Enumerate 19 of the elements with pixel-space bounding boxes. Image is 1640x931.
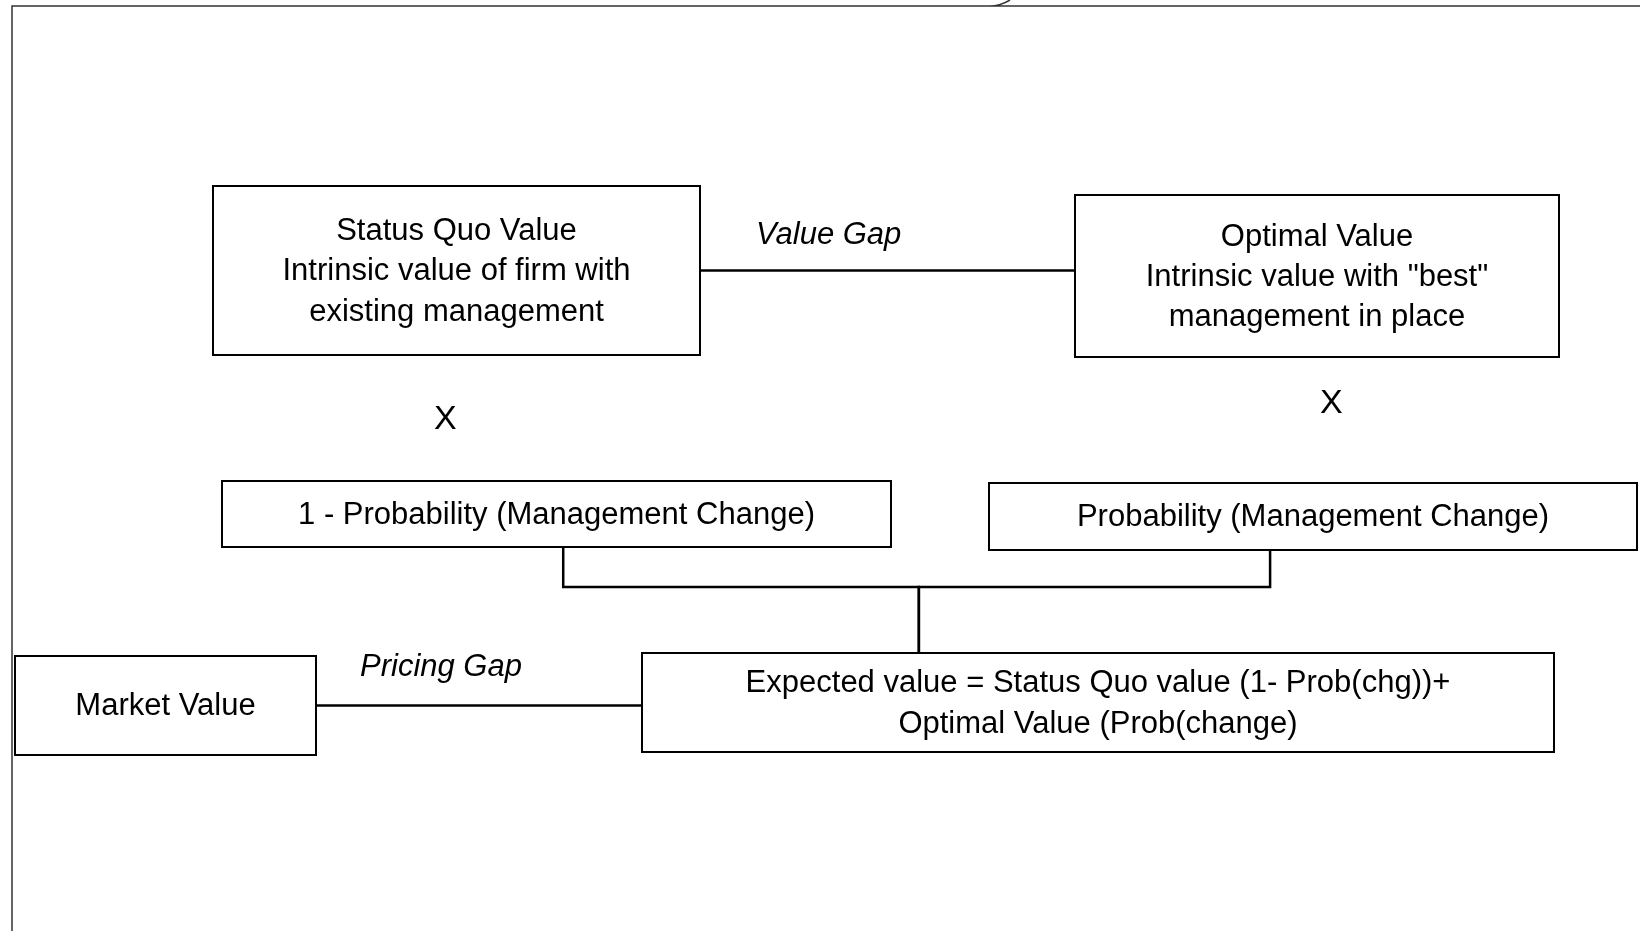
box-text: 1 - Probability (Management Change) xyxy=(298,494,815,533)
text-box xyxy=(641,652,1555,753)
box-text: Expected value = Status Quo value (1- Prob(chg))+ Optimal Value (Prob(change) xyxy=(744,663,1452,742)
text-box xyxy=(1074,194,1560,358)
multiply-sign: X xyxy=(1320,382,1343,421)
connector-line xyxy=(701,269,1074,272)
text-box xyxy=(14,655,317,756)
box-text: Intrinsic value of firm with existing management xyxy=(281,251,632,330)
text-box xyxy=(221,480,892,548)
multiply-sign: X xyxy=(434,398,457,437)
text-box xyxy=(212,185,701,356)
text-box xyxy=(988,482,1638,551)
box-text: Status Quo Value xyxy=(336,211,577,250)
box-text: Probability (Management Change) xyxy=(1076,497,1550,536)
connector-line xyxy=(317,704,641,707)
box-text: Intrinsic value with "best" management in place xyxy=(1144,256,1490,336)
connector-line xyxy=(917,551,1272,652)
box-text: Market Value xyxy=(75,686,256,725)
box-text: Optimal Value xyxy=(1220,216,1414,255)
